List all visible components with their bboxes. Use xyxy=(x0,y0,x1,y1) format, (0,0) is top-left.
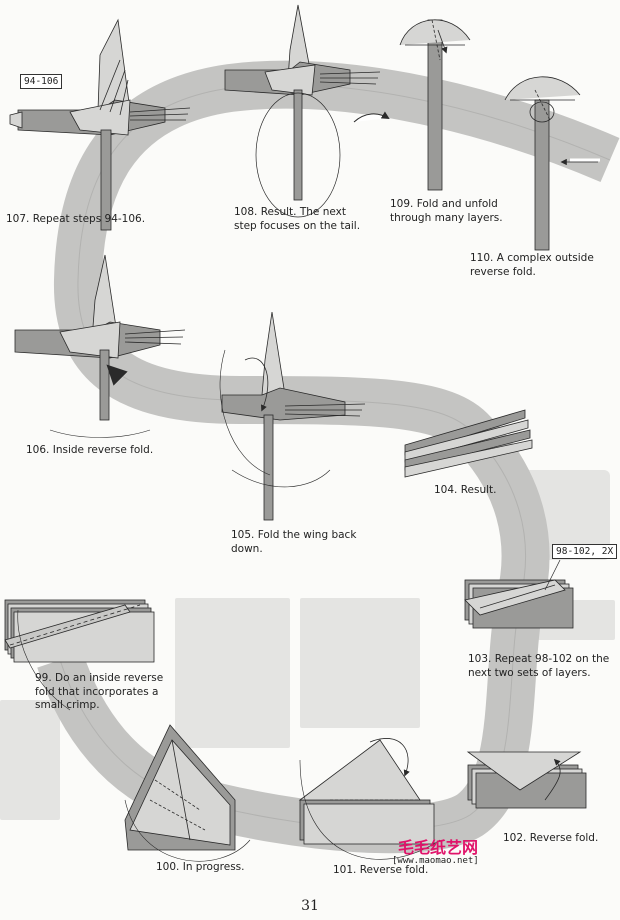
caption-step-104: 104. Result. xyxy=(434,484,497,496)
watermark-url: [www.maomao.net] xyxy=(392,856,479,866)
step-107-figure xyxy=(9,18,191,231)
ref-tag-98-102: 98-102, 2X xyxy=(552,544,618,559)
step-101-figure xyxy=(298,738,441,860)
step-103-figure xyxy=(464,559,574,629)
caption-step-102: 102. Reverse fold. xyxy=(503,832,599,844)
caption-step-109: 109. Fold and unfold through many layers… xyxy=(390,198,503,224)
arrow-108-109 xyxy=(353,111,390,123)
caption-step-110: 110. A complex outside reverse fold. xyxy=(470,252,594,278)
step-100-figure xyxy=(124,724,251,862)
step-109-figure xyxy=(399,19,471,191)
caption-step-106: 106. Inside reverse fold. xyxy=(26,444,154,456)
caption-step-103: 103. Repeat 98-102 on the next two sets … xyxy=(468,653,610,679)
step-106-figure xyxy=(14,254,186,438)
ref-tag-94-106: 94-106 xyxy=(20,74,63,89)
caption-step-101: 101. Reverse fold. xyxy=(333,864,429,876)
step-108-figure xyxy=(224,4,381,218)
caption-step-107: 107. Repeat steps 94-106. xyxy=(6,213,146,225)
step-102-figure xyxy=(466,751,587,809)
step-104-figure xyxy=(404,409,533,478)
caption-step-100: 100. In progress. xyxy=(156,861,245,873)
step-105-figure xyxy=(219,311,366,521)
step-110-figure xyxy=(504,76,600,251)
caption-step-99: 99. Do an inside reverse fold that incor… xyxy=(35,672,164,711)
caption-step-105: 105. Fold the wing back down. xyxy=(231,529,357,555)
step-99-figure xyxy=(4,599,155,711)
caption-step-108: 108. Result. The next step focuses on th… xyxy=(234,206,361,232)
watermark-logo: 毛毛纸艺网 xyxy=(398,838,479,857)
page-number: 31 xyxy=(301,898,319,914)
